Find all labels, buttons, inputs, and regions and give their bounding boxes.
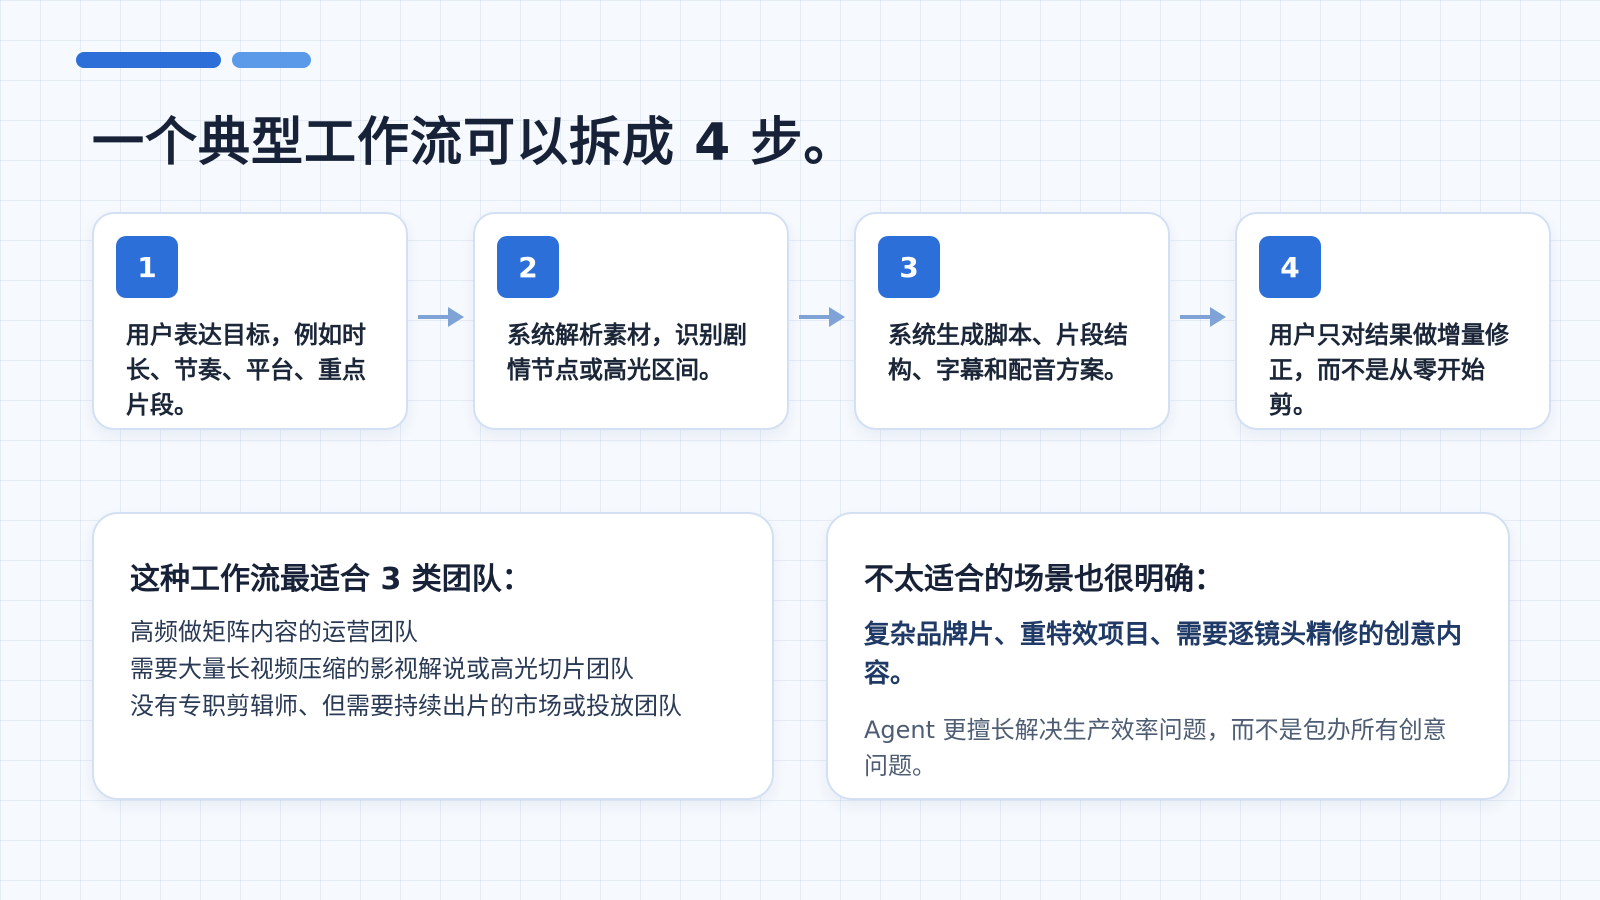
unsuitable-scenarios-card: 不太适合的场景也很明确： 复杂品牌片、重特效项目、需要逐镜头精修的创意内容。 A…	[826, 512, 1510, 800]
agent-note: Agent 更擅长解决生产效率问题，而不是包办所有创意问题。	[864, 716, 1447, 780]
team-list-item: 没有专职剪辑师、但需要持续出片的市场或投放团队	[130, 692, 682, 720]
right-arrow-icon	[799, 307, 845, 327]
step-description: 系统解析素材，识别剧情节点或高光区间。	[507, 321, 747, 384]
step-number-badge: 1	[116, 236, 178, 298]
arrow-head	[448, 307, 464, 327]
team-list-item: 高频做矩阵内容的运营团队	[130, 618, 418, 646]
page-title: 一个典型工作流可以拆成 4 步。	[92, 113, 857, 173]
step-card-2: 2 系统解析素材，识别剧情节点或高光区间。	[473, 212, 789, 430]
team-list-item: 需要大量长视频压缩的影视解说或高光切片团队	[130, 655, 634, 683]
accent-bar-primary	[76, 52, 221, 68]
right-arrow-icon	[418, 307, 464, 327]
unsuitable-scenarios-title: 不太适合的场景也很明确：	[864, 562, 1224, 597]
accent-bar-secondary	[232, 52, 311, 68]
team-list: 高频做矩阵内容的运营团队 需要大量长视频压缩的影视解说或高光切片团队 没有专职剪…	[130, 614, 730, 725]
step-number-badge: 2	[497, 236, 559, 298]
step-card-1: 1 用户表达目标，例如时长、节奏、平台、重点片段。	[92, 212, 408, 430]
step-number-badge: 4	[1259, 236, 1321, 298]
unsuitable-scenarios-text: 复杂品牌片、重特效项目、需要逐镜头精修的创意内容。	[864, 620, 1463, 689]
step-description: 用户只对结果做增量修正，而不是从零开始剪。	[1269, 321, 1509, 419]
step-number-badge: 3	[878, 236, 940, 298]
step-description: 用户表达目标，例如时长、节奏、平台、重点片段。	[126, 321, 366, 419]
arrow-head	[829, 307, 845, 327]
suitable-teams-card: 这种工作流最适合 3 类团队： 高频做矩阵内容的运营团队 需要大量长视频压缩的影…	[92, 512, 774, 800]
step-description: 系统生成脚本、片段结构、字幕和配音方案。	[888, 321, 1128, 384]
right-arrow-icon	[1180, 307, 1226, 327]
arrow-head	[1210, 307, 1226, 327]
step-card-4: 4 用户只对结果做增量修正，而不是从零开始剪。	[1235, 212, 1551, 430]
suitable-teams-title: 这种工作流最适合 3 类团队：	[130, 562, 532, 597]
step-card-3: 3 系统生成脚本、片段结构、字幕和配音方案。	[854, 212, 1170, 430]
